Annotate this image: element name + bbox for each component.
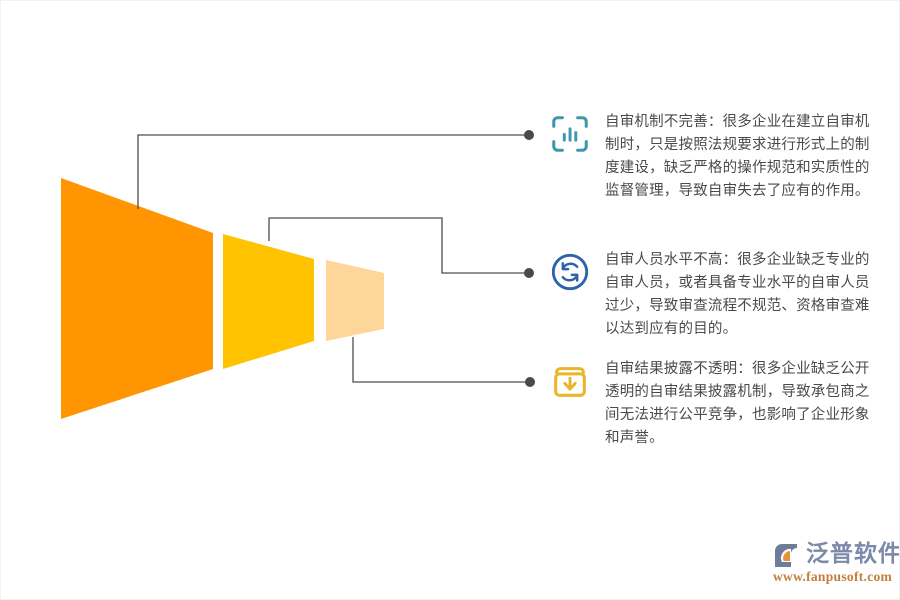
scan-bar-chart-icon xyxy=(549,113,591,155)
company-logo: 泛普软件 www.fanpusoft.com xyxy=(773,541,899,587)
funnel-stage-2 xyxy=(223,234,314,369)
connector-dot-1 xyxy=(524,130,534,140)
sync-circle-icon xyxy=(549,251,591,293)
logo-website: www.fanpusoft.com xyxy=(773,569,893,584)
connector-line-1 xyxy=(137,134,525,209)
list-item-text: 自审结果披露不透明：很多企业缺乏公开透明的自审结果披露机制，导致承包商之间无法进… xyxy=(605,361,870,446)
logo-mark-icon xyxy=(773,543,803,570)
download-box-icon xyxy=(549,360,591,402)
list-item: 自审人员水平不高：很多企业缺乏专业的自审人员，或者具备专业水平的自审人员过少，导… xyxy=(549,249,879,341)
list-item: 自审机制不完善：很多企业在建立自审机制时，只是按照法规要求进行形式上的制度建设，… xyxy=(549,111,879,203)
funnel-stage-3 xyxy=(326,260,384,341)
list-item-text: 自审人员水平不高：很多企业缺乏专业的自审人员，或者具备专业水平的自审人员过少，导… xyxy=(605,252,870,337)
connector-line-2 xyxy=(268,217,525,274)
list-item-text: 自审机制不完善：很多企业在建立自审机制时，只是按照法规要求进行形式上的制度建设，… xyxy=(605,114,870,199)
connector-line-3 xyxy=(352,337,526,383)
funnel-stage-1 xyxy=(61,178,213,419)
logo-company-name: 泛普软件 xyxy=(806,541,900,567)
list-item: 自审结果披露不透明：很多企业缺乏公开透明的自审结果披露机制，导致承包商之间无法进… xyxy=(549,358,879,450)
connector-dot-2 xyxy=(524,268,534,278)
connector-dot-3 xyxy=(525,377,535,387)
